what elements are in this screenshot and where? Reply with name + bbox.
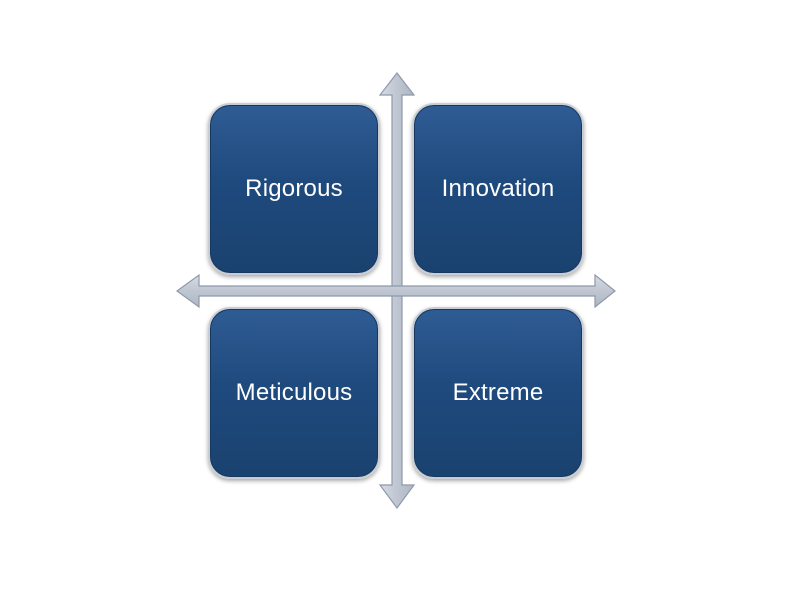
quadrant-top-right-label: Innovation <box>441 175 555 202</box>
quadrant-bottom-right: Extreme <box>412 307 584 479</box>
quadrant-bottom-right-label: Extreme <box>452 379 544 406</box>
horizontal-axis-arrow <box>175 273 616 309</box>
quadrant-top-left-label: Rigorous <box>245 175 343 202</box>
quadrant-bottom-left-label: Meticulous <box>235 379 353 406</box>
quadrant-top-right: Innovation <box>412 103 584 275</box>
quadrant-top-left: Rigorous <box>208 103 380 275</box>
quadrant-bottom-left: Meticulous <box>208 307 380 479</box>
